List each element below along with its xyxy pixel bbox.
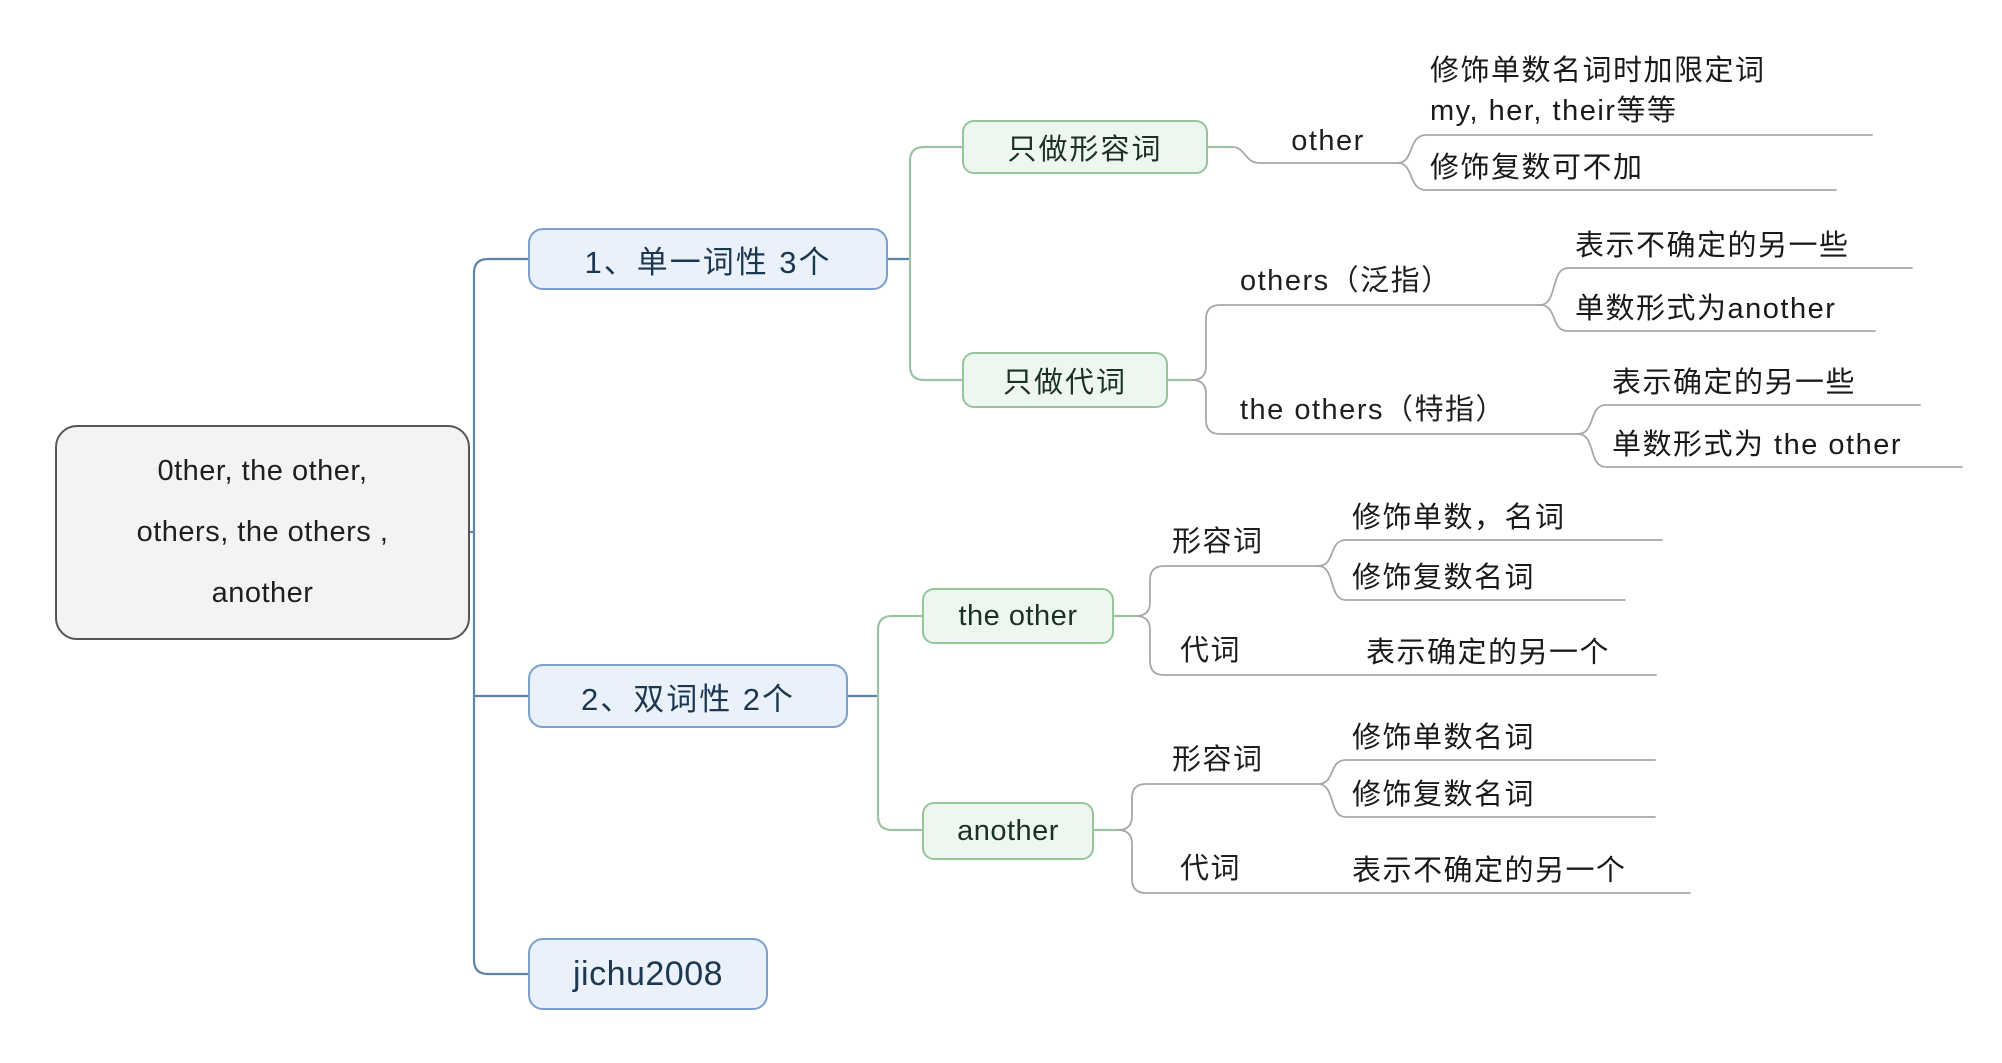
others-leaf1-underline	[1539, 267, 1913, 306]
another-adj-leaf1-underline	[1317, 759, 1656, 785]
theother-pron-node[interactable]: 代词	[1180, 635, 1242, 667]
only-pronoun-node[interactable]: 只做代词	[962, 352, 1168, 408]
other-underline	[1231, 146, 1399, 164]
only-pronoun-label: 只做代词	[1002, 367, 1127, 399]
other-leaf2-node[interactable]: 修饰复数可不加	[1430, 152, 1644, 184]
root-node[interactable]: 0ther, the other, others, the others , a…	[55, 425, 470, 640]
others-underline	[1191, 304, 1541, 381]
trunk-connector	[472, 257, 530, 976]
others-leaf2-underline	[1539, 304, 1876, 332]
others-leaf1-node[interactable]: 表示不确定的另一些	[1575, 230, 1850, 262]
branch2-node[interactable]: 2、双词性 2个	[528, 664, 848, 728]
other-leaf1-line1: 修饰单数名词时加限定词	[1430, 55, 1766, 87]
theother-adj-underline	[1135, 565, 1319, 617]
branch1-label: 1、单一词性 3个	[584, 244, 832, 280]
another-word-label: another	[957, 814, 1059, 847]
another-pron-underline	[1117, 829, 1691, 894]
branch1-children-connector	[908, 145, 964, 382]
others-leaf2-node[interactable]: 单数形式为another	[1575, 293, 1837, 325]
another-adj-node[interactable]: 形容词	[1172, 744, 1264, 776]
others-node[interactable]: others（泛指）	[1240, 265, 1452, 297]
another-word-node[interactable]: another	[922, 802, 1094, 860]
branch1-node[interactable]: 1、单一词性 3个	[528, 228, 888, 290]
theother-pron-underline	[1135, 615, 1657, 676]
theothers-leaf1-node[interactable]: 表示确定的另一些	[1612, 367, 1857, 399]
other-leaf1-line2: my, her, their等等	[1430, 95, 1678, 127]
only-adjective-node[interactable]: 只做形容词	[962, 120, 1208, 174]
theother-adj-leaf1-underline	[1317, 539, 1663, 567]
another-adj-leaf2-node[interactable]: 修饰复数名词	[1352, 779, 1536, 811]
branch2-label: 2、双词性 2个	[580, 681, 796, 717]
theothers-node[interactable]: the others（特指）	[1240, 394, 1506, 426]
other-leaf1-underline	[1397, 134, 1873, 164]
theother-pron-leaf1-node[interactable]: 表示确定的另一个	[1366, 637, 1611, 669]
theother-word-node[interactable]: the other	[922, 588, 1114, 644]
theothers-leaf1-underline	[1577, 404, 1921, 435]
theothers-leaf2-underline	[1577, 433, 1963, 468]
root-node-line1: 0ther, the other,	[157, 455, 368, 487]
other-leaf2-underline	[1397, 162, 1837, 191]
root-node-line3: another	[211, 577, 314, 609]
another-pron-node[interactable]: 代词	[1180, 853, 1242, 885]
another-adj-leaf2-underline	[1317, 783, 1656, 818]
theothers-underline	[1191, 379, 1579, 435]
theother-adj-leaf2-underline	[1317, 565, 1626, 601]
theother-adj-node[interactable]: 形容词	[1172, 526, 1264, 558]
other-node[interactable]: other	[1291, 125, 1365, 157]
only-adjective-label: 只做形容词	[1007, 134, 1163, 166]
root-node-line2: others, the others ,	[136, 516, 389, 548]
theother-word-label: the other	[958, 599, 1078, 632]
branch3-label: jichu2008	[572, 954, 724, 993]
theother-adj-leaf2-node[interactable]: 修饰复数名词	[1352, 562, 1536, 594]
another-adj-leaf1-node[interactable]: 修饰单数名词	[1352, 722, 1536, 754]
another-pron-leaf1-node[interactable]: 表示不确定的另一个	[1352, 855, 1627, 887]
branch3-node[interactable]: jichu2008	[528, 938, 768, 1010]
another-adj-underline	[1117, 783, 1319, 831]
branch2-children-connector	[876, 614, 924, 832]
theothers-leaf2-node[interactable]: 单数形式为 the other	[1612, 429, 1903, 461]
other-leaf1-node[interactable]: 修饰单数名词时加限定词 my, her, their等等	[1430, 51, 1766, 131]
theother-adj-leaf1-node[interactable]: 修饰单数，名词	[1352, 502, 1566, 534]
